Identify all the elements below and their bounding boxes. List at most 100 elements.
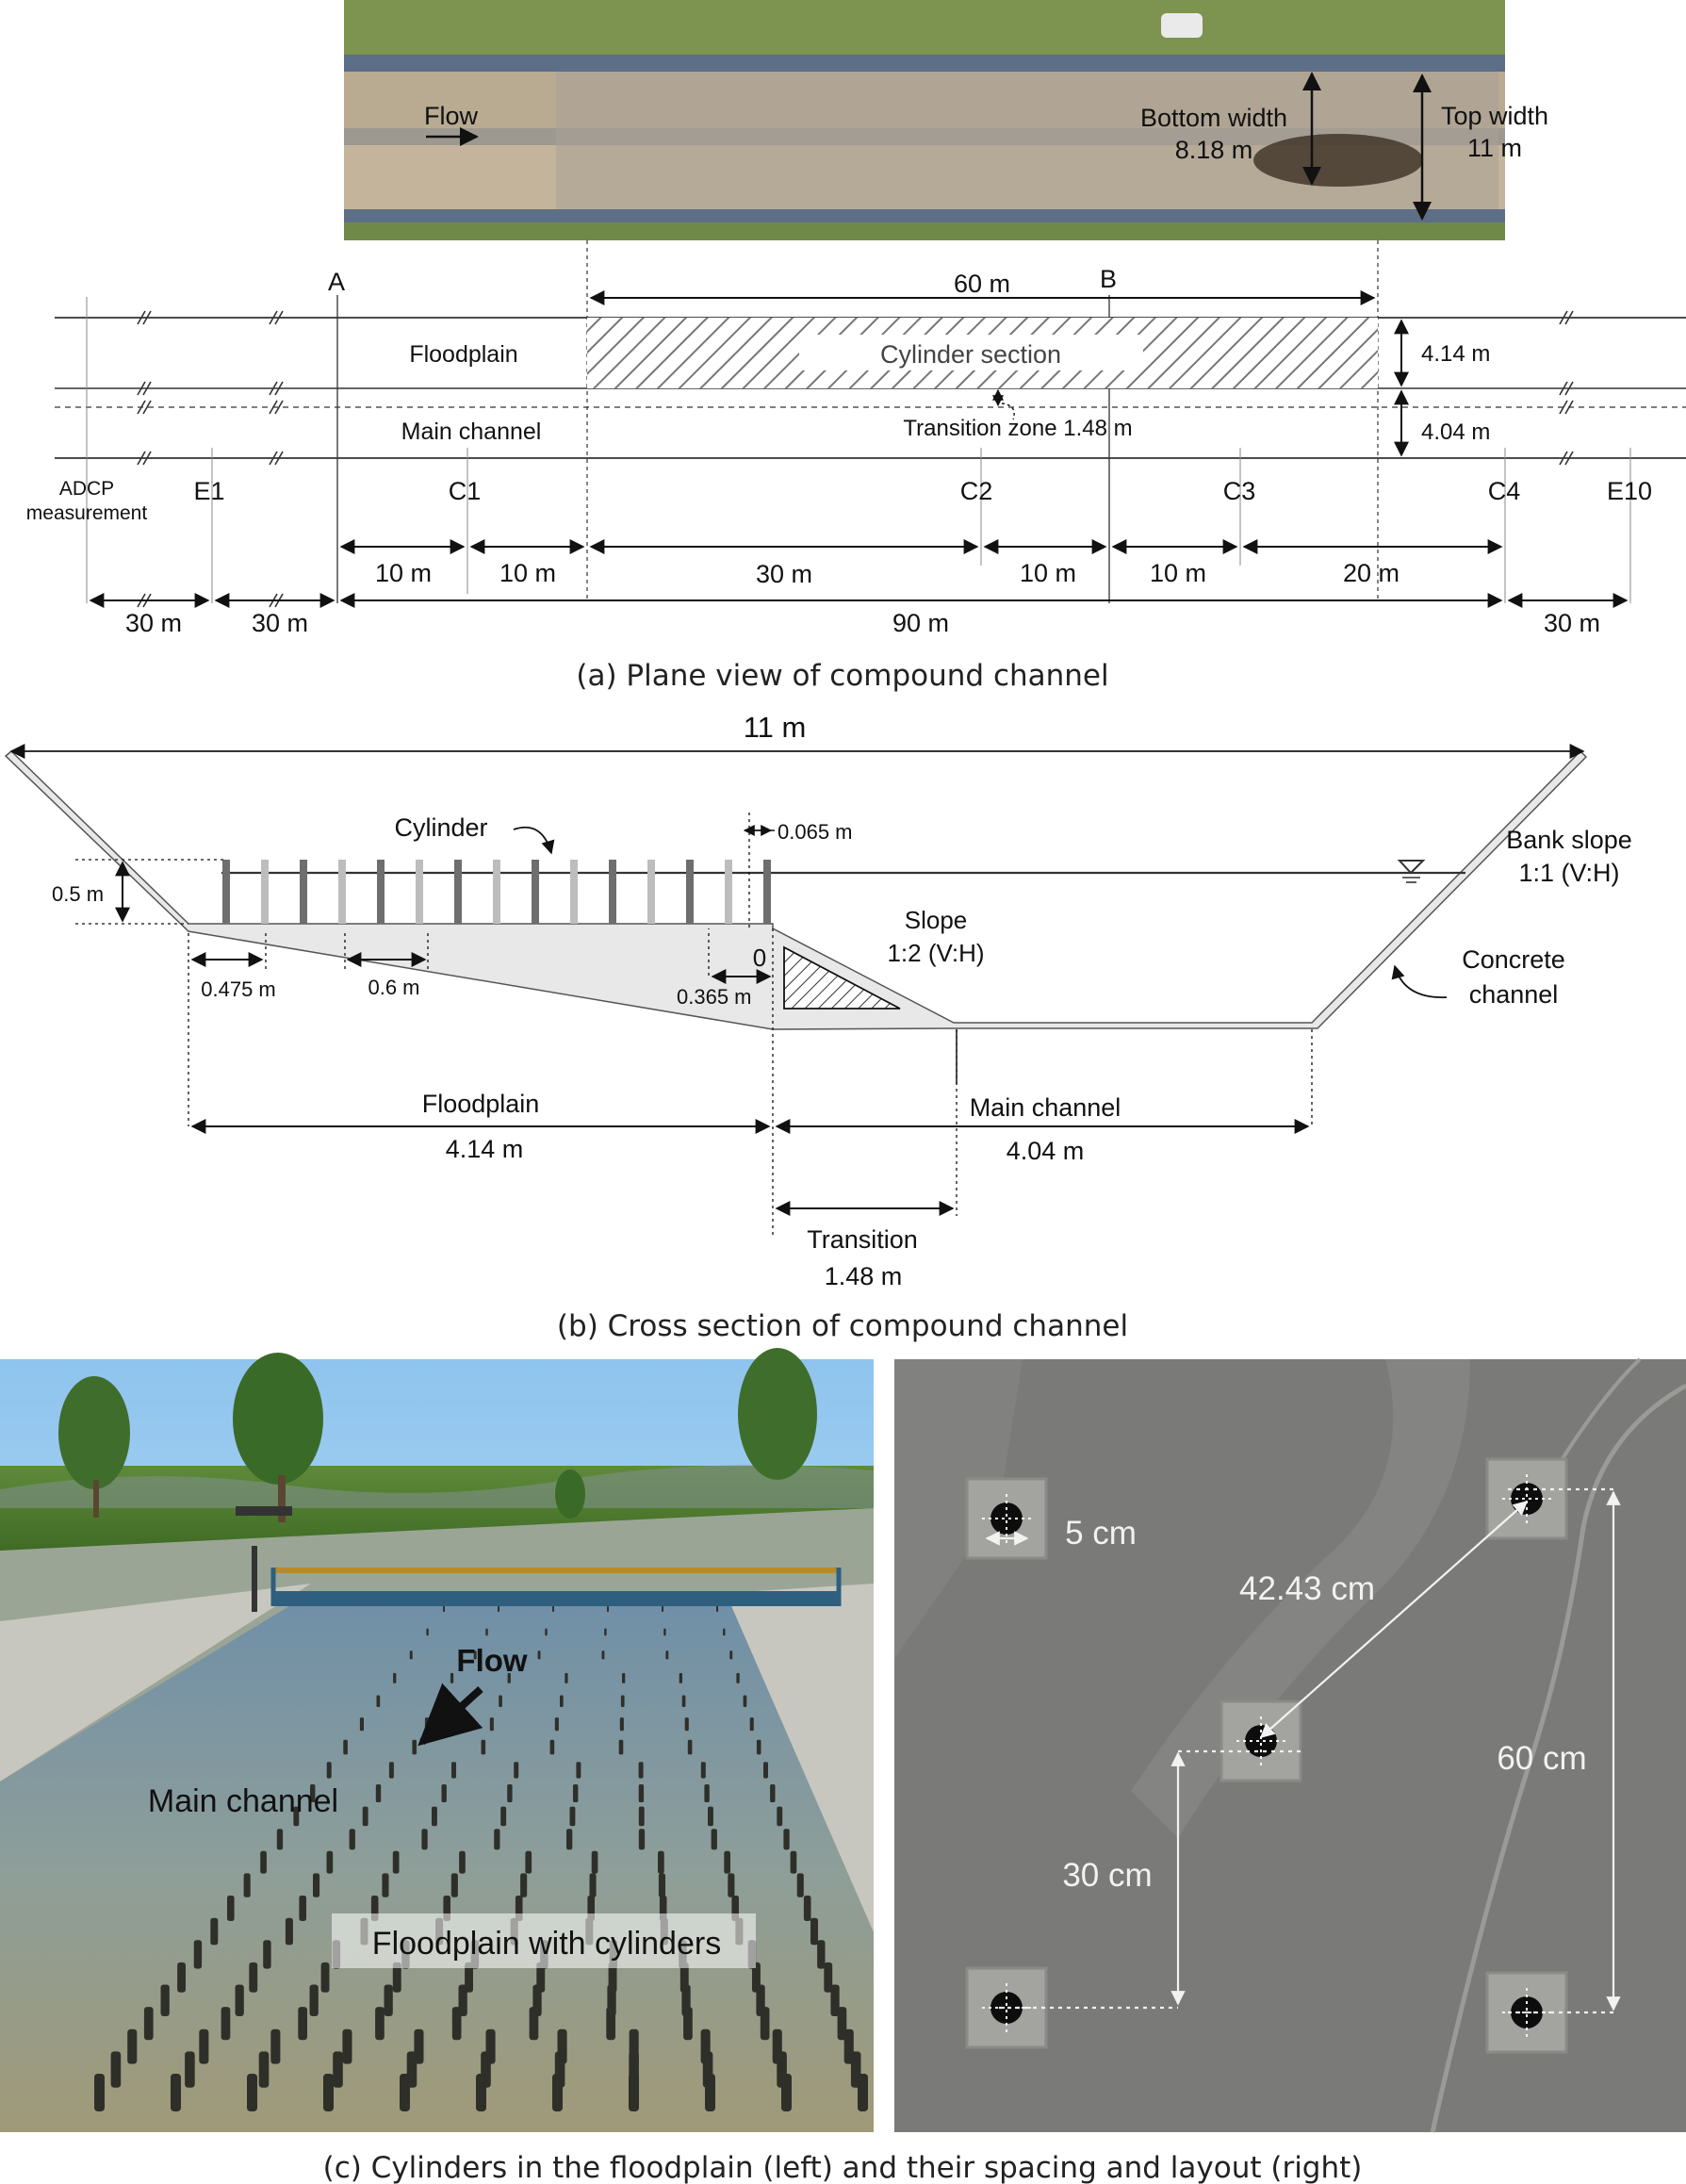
outer-left-2: 30 m xyxy=(252,609,308,637)
station-c3: C3 xyxy=(1223,477,1256,505)
photo-cylinder xyxy=(604,1628,607,1636)
photo-cylinder xyxy=(565,1672,568,1683)
photo-cylinder xyxy=(473,1650,477,1660)
photo-cylinder xyxy=(573,1784,579,1802)
photo-cylinder xyxy=(342,2028,352,2064)
photo-cylinder xyxy=(441,1784,447,1802)
photo-cylinder xyxy=(412,1739,417,1755)
photo-cylinder xyxy=(276,1829,284,1850)
photo-cylinder xyxy=(858,2074,868,2111)
photo-cylinder xyxy=(817,1940,826,1969)
plan-main-channel-label: Main channel xyxy=(401,419,542,445)
cylinder xyxy=(493,860,500,924)
photo-cylinder xyxy=(700,1762,706,1779)
slope-label-1: Slope xyxy=(905,906,968,934)
photo-cylinder xyxy=(724,1850,730,1874)
plan-transition-label: Transition zone 1.48 m xyxy=(903,416,1132,441)
photo-cylinder xyxy=(803,1896,811,1921)
cylinder xyxy=(725,860,732,924)
cross-transition-label: Transition xyxy=(807,1225,918,1254)
bank-slope-label-1: Bank slope xyxy=(1506,826,1632,854)
photo-cylinder xyxy=(589,1873,597,1897)
diagonal-label: 42.43 cm xyxy=(1239,1570,1375,1607)
photo-cylinder xyxy=(684,1717,689,1732)
station-c4: C4 xyxy=(1488,477,1521,505)
plane-view-labels: A B 60 m Floodplain Cylinder section Mai… xyxy=(26,265,1652,693)
cylinder-section-box xyxy=(799,335,1143,370)
photo-cylinder xyxy=(619,1717,624,1732)
spacing-label: 0.6 m xyxy=(368,976,419,999)
photo-cylinder xyxy=(243,1873,251,1897)
photo-cylinder xyxy=(260,1850,267,1874)
cross-section-labels: 11 m Cylinder 0.065 m 0.5 m Bank slope 1… xyxy=(52,711,1632,1343)
photo-cylinder xyxy=(704,1784,710,1802)
photo-cylinder xyxy=(566,1829,573,1850)
top-width-label: Top width xyxy=(1441,102,1548,130)
cross-section xyxy=(4,744,1588,1235)
photo-cylinder xyxy=(681,1695,686,1707)
photo-main-channel-label: Main channel xyxy=(148,1783,338,1819)
photo-cylinder xyxy=(343,1739,348,1755)
photo-cylinder xyxy=(618,1739,624,1755)
photo-cylinder xyxy=(247,2074,257,2111)
photo-cylinder xyxy=(607,1606,609,1612)
cylinder xyxy=(300,860,307,924)
photo-cylinder xyxy=(622,1672,626,1683)
photo-cylinder xyxy=(227,1896,235,1921)
section-a-label: A xyxy=(328,268,345,296)
cylinder xyxy=(261,860,269,924)
caption-a: (a) Plane view of compound channel xyxy=(576,659,1108,693)
cylinder xyxy=(763,860,771,924)
photo-cylinder xyxy=(683,2007,693,2041)
photo-cylinder xyxy=(498,1606,499,1612)
photo-cylinder xyxy=(298,2007,307,2041)
photo-cylinder xyxy=(790,1850,797,1874)
photo-cylinder xyxy=(177,1962,186,1993)
photo-cylinder xyxy=(285,1917,293,1946)
photo-cylinder xyxy=(400,2074,410,2111)
slope-label-2: 1:2 (V:H) xyxy=(887,939,984,967)
photo-cylinder xyxy=(309,1984,319,2016)
cylinder-section-label: Cylinder section xyxy=(880,340,1061,369)
outer-right: 30 m xyxy=(1544,609,1600,637)
cylinder xyxy=(416,860,423,924)
adcp-label-2: measurement xyxy=(26,502,148,524)
photo-cylinder xyxy=(777,1806,783,1827)
photo-cylinder xyxy=(760,2007,770,2041)
cylinder-hole xyxy=(990,1992,1023,2024)
photo-cylinder xyxy=(443,1606,445,1612)
offset-label: 0.365 m xyxy=(677,985,752,1009)
photo-cylinder xyxy=(662,1606,663,1612)
photo-cylinder xyxy=(313,1873,320,1897)
photo-cylinder xyxy=(94,2074,105,2111)
photo-cylinder xyxy=(171,2074,181,2111)
bottom-width-value: 8.18 m xyxy=(1175,136,1253,164)
cylinder xyxy=(647,860,655,924)
photo-cylinder xyxy=(606,2007,615,2041)
photo-cylinder xyxy=(728,1873,735,1897)
cross-main-channel-width: 4.04 m xyxy=(1007,1137,1085,1165)
photo-cylinder xyxy=(326,1762,332,1779)
photo-cylinder xyxy=(326,1850,334,1874)
segment-3: 30 m xyxy=(756,560,812,588)
segment-2: 10 m xyxy=(499,559,556,587)
photo-cylinder xyxy=(545,1628,548,1636)
photo-cylinder xyxy=(560,1695,564,1707)
photo-cylinder xyxy=(481,1739,486,1755)
cylinder xyxy=(686,860,694,924)
photo-cylinder xyxy=(494,1829,500,1850)
segment-5: 10 m xyxy=(1150,559,1206,587)
photo-cylinder xyxy=(529,2007,539,2041)
diameter-label: 5 cm xyxy=(1065,1515,1137,1552)
segment-4: 10 m xyxy=(1020,559,1076,587)
plane-view xyxy=(55,240,1686,608)
photo-cylinder xyxy=(781,2074,792,2111)
photo-cylinder xyxy=(362,1806,368,1827)
transition-leader xyxy=(1001,402,1015,420)
cylinder-label: Cylinder xyxy=(394,813,487,842)
caption-b: (b) Cross section of compound channel xyxy=(557,1309,1128,1343)
photo-cylinder xyxy=(576,1762,581,1779)
spacing-label-60: 60 cm xyxy=(1497,1740,1586,1777)
plan-floodplain-width: 4.14 m xyxy=(1421,341,1490,367)
photo-cylinder xyxy=(620,1695,625,1707)
